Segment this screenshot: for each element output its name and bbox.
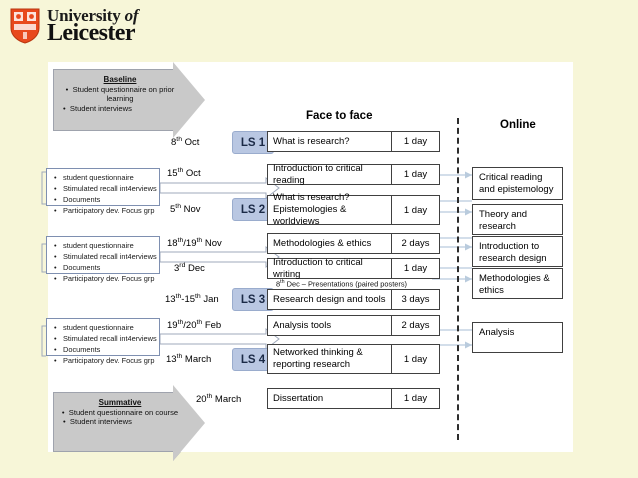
session-duration: 1 day [392, 164, 440, 185]
wordmark: University of Leicester [47, 6, 139, 46]
face-to-face-online-divider [457, 118, 459, 440]
session-title: Dissertation [267, 388, 392, 409]
ls-badge-1: LS 1 [232, 131, 274, 154]
session-row: What is research? 1 day [267, 131, 440, 152]
summative-item-0: • Student questionnaire on course [61, 408, 179, 417]
online-box: Methodologies & ethics [472, 268, 563, 299]
session-duration: 1 day [392, 344, 440, 374]
summative-heading: Summative [98, 398, 142, 407]
wordmark-leicester: Leicester [47, 20, 135, 46]
university-logo: University of Leicester [10, 6, 139, 46]
online-box: Theory and research [472, 204, 563, 235]
session-title: Introduction to critical reading [267, 163, 392, 186]
session-row: What is research? Epistemologies & world… [267, 192, 440, 227]
session-duration: 2 days [392, 233, 440, 254]
evidence-item: Stimulated recall int4erviews [54, 251, 157, 262]
session-row: Introduction to critical reading 1 day [267, 163, 440, 186]
ls-badge-3: LS 3 [232, 288, 274, 311]
wordmark-of: of [124, 6, 139, 25]
session-duration: 2 days [392, 315, 440, 336]
session-duration: 1 day [392, 258, 440, 279]
session-date: 3rd Dec [174, 262, 205, 275]
evidence-item: Stimulated recall int4erviews [54, 183, 157, 194]
evidence-box: student questionnaire Stimulated recall … [46, 236, 160, 285]
evidence-item: Stimulated recall int4erviews [54, 333, 157, 344]
evidence-item: Participatory dev. Focus grp [54, 205, 155, 216]
session-row: Analysis tools 2 days [267, 315, 440, 336]
baseline-item-1: • Student interviews [63, 103, 132, 113]
ls-badge-2: LS 2 [232, 198, 274, 221]
session-duration: 1 day [392, 388, 440, 409]
crest-icon [10, 8, 40, 44]
evidence-item: student questionnaire [54, 322, 155, 333]
session-title: What is research? Epistemologies & world… [267, 192, 392, 227]
session-row: Introduction to critical writing 1 day [267, 257, 440, 280]
session-title: Research design and tools [267, 289, 392, 310]
session-date: 19th/20th Feb [167, 319, 222, 332]
session-title: Analysis tools [267, 315, 392, 336]
session-title: Methodologies & ethics [267, 233, 392, 254]
evidence-item: Participatory dev. Focus grp [54, 355, 155, 366]
evidence-item: Documents [54, 344, 155, 355]
session-date: 18th/19th Nov [167, 237, 222, 250]
online-box: Critical reading and epistemology [472, 167, 563, 200]
summative-arrow: Summative • Student questionnaire on cou… [53, 385, 208, 461]
wordmark-university: University [47, 6, 121, 25]
session-date: 13th March [166, 353, 212, 366]
session-date: 15th Oct [167, 167, 201, 180]
column-heading-online: Online [500, 119, 536, 131]
session-row: Research design and tools 3 days [267, 289, 440, 310]
evidence-item: Documents [54, 194, 155, 205]
session-row: Dissertation 1 day [267, 388, 440, 409]
presentation-note: 8th Dec – Presentations (paired posters) [276, 279, 407, 289]
online-box: Introduction to research design [472, 236, 563, 267]
evidence-item: student questionnaire [54, 172, 155, 183]
session-duration: 3 days [392, 289, 440, 310]
session-row: Networked thinking & reporting research … [267, 344, 440, 374]
online-box: Analysis [472, 322, 563, 353]
session-date: 13th-15th Jan [165, 293, 219, 306]
session-date: 5th Nov [170, 203, 201, 216]
session-title: What is research? [267, 131, 392, 152]
column-heading-face-to-face: Face to face [306, 110, 373, 122]
evidence-box: student questionnaire Stimulated recall … [46, 318, 160, 367]
session-duration: 1 day [392, 131, 440, 152]
evidence-item: Participatory dev. Focus grp [54, 273, 155, 284]
evidence-box: student questionnaire Stimulated recall … [46, 168, 160, 217]
baseline-heading: Baseline [103, 75, 137, 84]
evidence-item: Documents [54, 262, 155, 273]
session-duration: 1 day [392, 195, 440, 225]
ls-badge-4: LS 4 [232, 348, 274, 371]
session-title: Networked thinking & reporting research [267, 344, 392, 374]
baseline-item-0: • Student questionnaire on prior learnin… [65, 85, 175, 104]
summative-item-1: • Student interviews [63, 417, 132, 427]
session-title: Introduction to critical writing [267, 257, 392, 280]
evidence-item: student questionnaire [54, 240, 155, 251]
baseline-arrow: Baseline • Student questionnaire on prio… [53, 62, 208, 138]
session-date: 8th Oct [171, 136, 200, 149]
session-date: 20th March [196, 393, 242, 406]
session-row: Methodologies & ethics 2 days [267, 233, 440, 254]
